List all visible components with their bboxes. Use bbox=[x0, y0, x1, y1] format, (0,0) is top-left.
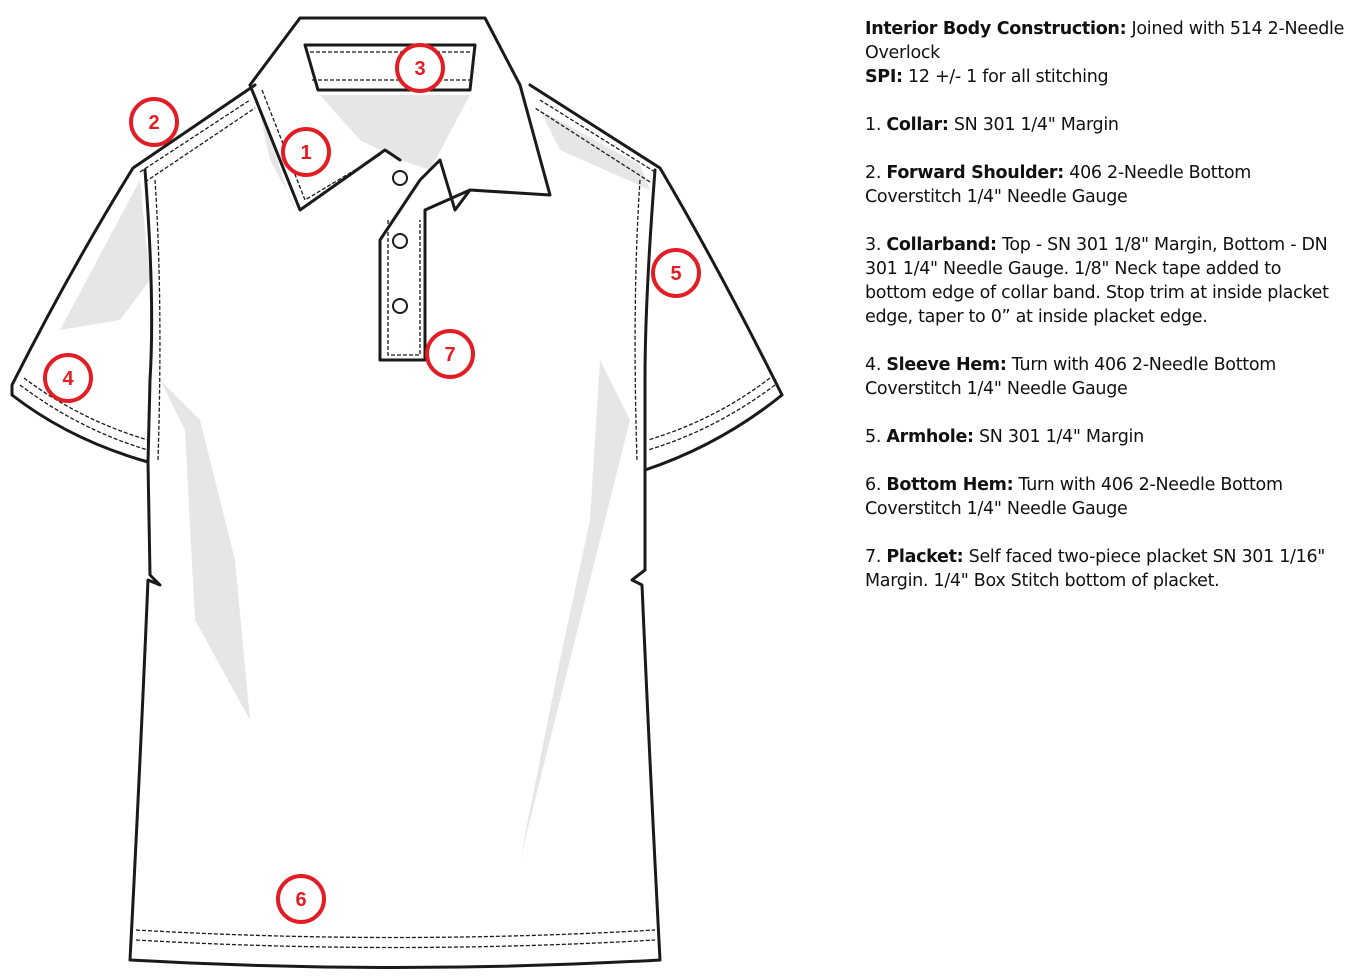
polo-shirt-diagram: 1 2 3 4 5 6 7 bbox=[10, 16, 784, 969]
button-icon bbox=[392, 170, 408, 186]
note-spi: SPI: 12 +/- 1 for all stitching bbox=[865, 65, 1345, 89]
shirt-shading bbox=[60, 90, 650, 860]
svg-text:2: 2 bbox=[148, 112, 159, 134]
svg-text:6: 6 bbox=[295, 889, 306, 911]
construction-notes: Interior Body Construction: Joined with … bbox=[865, 17, 1345, 617]
note-collar: 1. Collar: SN 301 1/4" Margin bbox=[865, 115, 1119, 135]
buttons bbox=[392, 170, 408, 314]
note-label: Interior Body Construction: bbox=[865, 19, 1127, 39]
marker-7: 7 bbox=[425, 329, 475, 379]
note-text: Joined with 514 2-Needle Overlock bbox=[865, 19, 1345, 63]
marker-5: 5 bbox=[651, 248, 701, 298]
svg-text:1: 1 bbox=[300, 142, 311, 164]
shirt-outline bbox=[10, 83, 784, 969]
svg-text:4: 4 bbox=[62, 368, 74, 390]
note-label: SPI: bbox=[865, 67, 903, 87]
note-armhole: 5. Armhole: SN 301 1/4" Margin bbox=[865, 427, 1144, 447]
note-interior: Interior Body Construction: Joined with … bbox=[865, 17, 1345, 65]
marker-2: 2 bbox=[129, 97, 179, 147]
marker-1: 1 bbox=[281, 127, 331, 177]
note-placket: 7. Placket: Self faced two-piece placket… bbox=[865, 547, 1326, 591]
note-text: 12 +/- 1 for all stitching bbox=[902, 67, 1109, 87]
note-forward-shoulder: 2. Forward Shoulder: 406 2-Needle Bottom… bbox=[865, 163, 1252, 207]
marker-4: 4 bbox=[43, 353, 93, 403]
marker-3: 3 bbox=[395, 43, 445, 93]
svg-text:7: 7 bbox=[444, 344, 455, 366]
svg-text:5: 5 bbox=[670, 263, 681, 285]
note-sleeve-hem: 4. Sleeve Hem: Turn with 406 2-Needle Bo… bbox=[865, 355, 1276, 399]
note-bottom-hem: 6. Bottom Hem: Turn with 406 2-Needle Bo… bbox=[865, 475, 1283, 519]
collar bbox=[248, 16, 552, 362]
svg-text:3: 3 bbox=[414, 58, 425, 80]
button-icon bbox=[392, 298, 408, 314]
marker-6: 6 bbox=[276, 874, 326, 924]
note-collarband: 3. Collarband: Top - SN 301 1/8" Margin,… bbox=[865, 235, 1329, 327]
button-icon bbox=[392, 233, 408, 249]
